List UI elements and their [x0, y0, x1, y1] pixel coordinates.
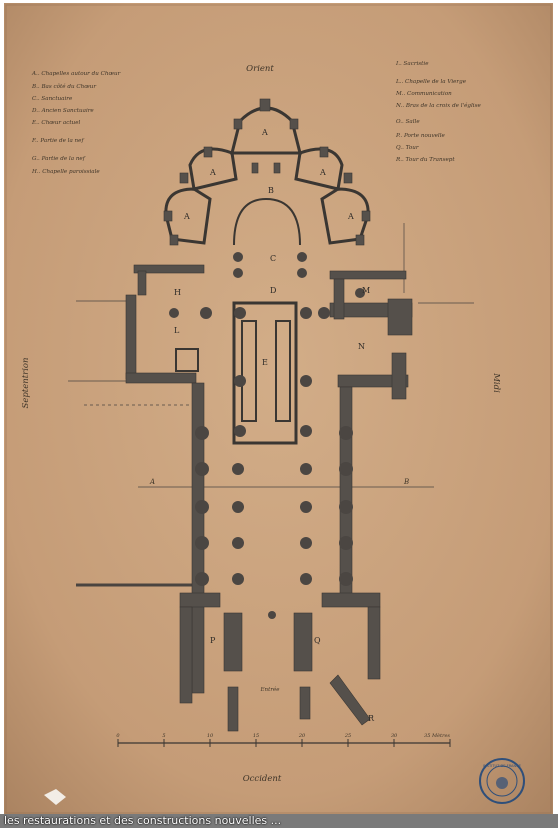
scale-number: 0: [116, 733, 120, 739]
scale-number: 30: [391, 733, 398, 739]
entry-label: Entrée: [260, 686, 281, 693]
room-label: L: [174, 326, 180, 335]
scale-number: 10: [207, 733, 214, 739]
legend-left-line: B.. Bas côté du Chœur: [31, 83, 96, 90]
legend-left: A.. Chapelles autour du Chœur B.. Bas cô…: [31, 71, 121, 175]
legend-right-line: O.. Salle: [396, 119, 420, 125]
scale-number: 35 Mètres: [424, 732, 450, 739]
room-label: B: [268, 186, 274, 195]
room-label: C: [270, 254, 276, 263]
room-label: H: [174, 288, 181, 297]
page-caption: les restaurations et des constructions n…: [0, 814, 558, 828]
legend-right-line: M.. Communication: [395, 91, 452, 97]
legend-left-line: A.. Chapelles autour du Chœur: [31, 71, 121, 77]
orientation-right: Midi: [491, 372, 501, 393]
orientation-left: Septentrion: [21, 357, 31, 408]
legend-left-line: G.. Partie de la nef: [32, 156, 86, 162]
scale-number: 25: [344, 733, 351, 739]
legend-right: I.. Sacristie L.. Chapelle de la Vierge …: [395, 61, 481, 163]
section-line-start: A: [149, 478, 155, 486]
scale-number: 20: [298, 733, 306, 739]
legend-right-line: R.. Tour du Transept: [395, 157, 455, 163]
nave-piers: [169, 252, 365, 619]
paper-background: [4, 3, 553, 815]
room-label: D: [270, 286, 276, 295]
stamp-text: INSTITUT DE FRANCE: [483, 764, 522, 768]
room-label: A: [209, 168, 216, 177]
legend-right-line: Q.. Tour: [396, 145, 419, 151]
paper-tear-mark: [44, 789, 66, 805]
scale-bar: 0 5 10 15 20 25 30 35 Mètres: [116, 732, 451, 747]
room-label: A: [319, 168, 326, 177]
legend-left-line: D.. Ancien Sanctuaire: [31, 108, 94, 114]
legend-right-line: N.. Bras de la croix de l'église: [395, 102, 481, 109]
room-label: A: [347, 212, 354, 221]
room-label: R: [368, 714, 375, 723]
legend-left-line: C.. Sanctuaire: [32, 96, 73, 102]
room-label: E: [262, 358, 268, 367]
legend-left-line: E.. Chœur actuel: [31, 120, 81, 126]
room-labels: A A A A A B C D E H L M N P Q R Entrée: [174, 128, 375, 723]
room-label: M: [362, 286, 370, 295]
legend-right-line: L.. Chapelle de la Vierge: [395, 79, 467, 85]
room-label: Q: [314, 636, 321, 645]
orientation-top: Orient: [246, 64, 274, 74]
section-line-end: B: [403, 478, 409, 486]
scale-number: 5: [162, 733, 165, 739]
room-label: A: [261, 128, 268, 137]
scale-number: 15: [253, 733, 259, 739]
legend-left-line: H.. Chapelle paroissiale: [31, 169, 100, 175]
orientation-bottom: Occident: [243, 774, 282, 784]
room-label: N: [358, 342, 365, 351]
church-floor-plan: Orient Occident Septentrion Midi A.. Cha…: [4, 3, 553, 815]
room-label: P: [210, 636, 216, 645]
legend-right-line: P.. Porte nouvelle: [395, 133, 445, 139]
archive-stamp: INSTITUT DE FRANCE: [479, 758, 525, 804]
architectural-plan-sheet: Orient Occident Septentrion Midi A.. Cha…: [4, 3, 553, 815]
legend-left-line: F.. Partie de la nef: [31, 138, 84, 144]
legend-right-line: I.. Sacristie: [395, 61, 429, 67]
room-label: A: [183, 212, 190, 221]
